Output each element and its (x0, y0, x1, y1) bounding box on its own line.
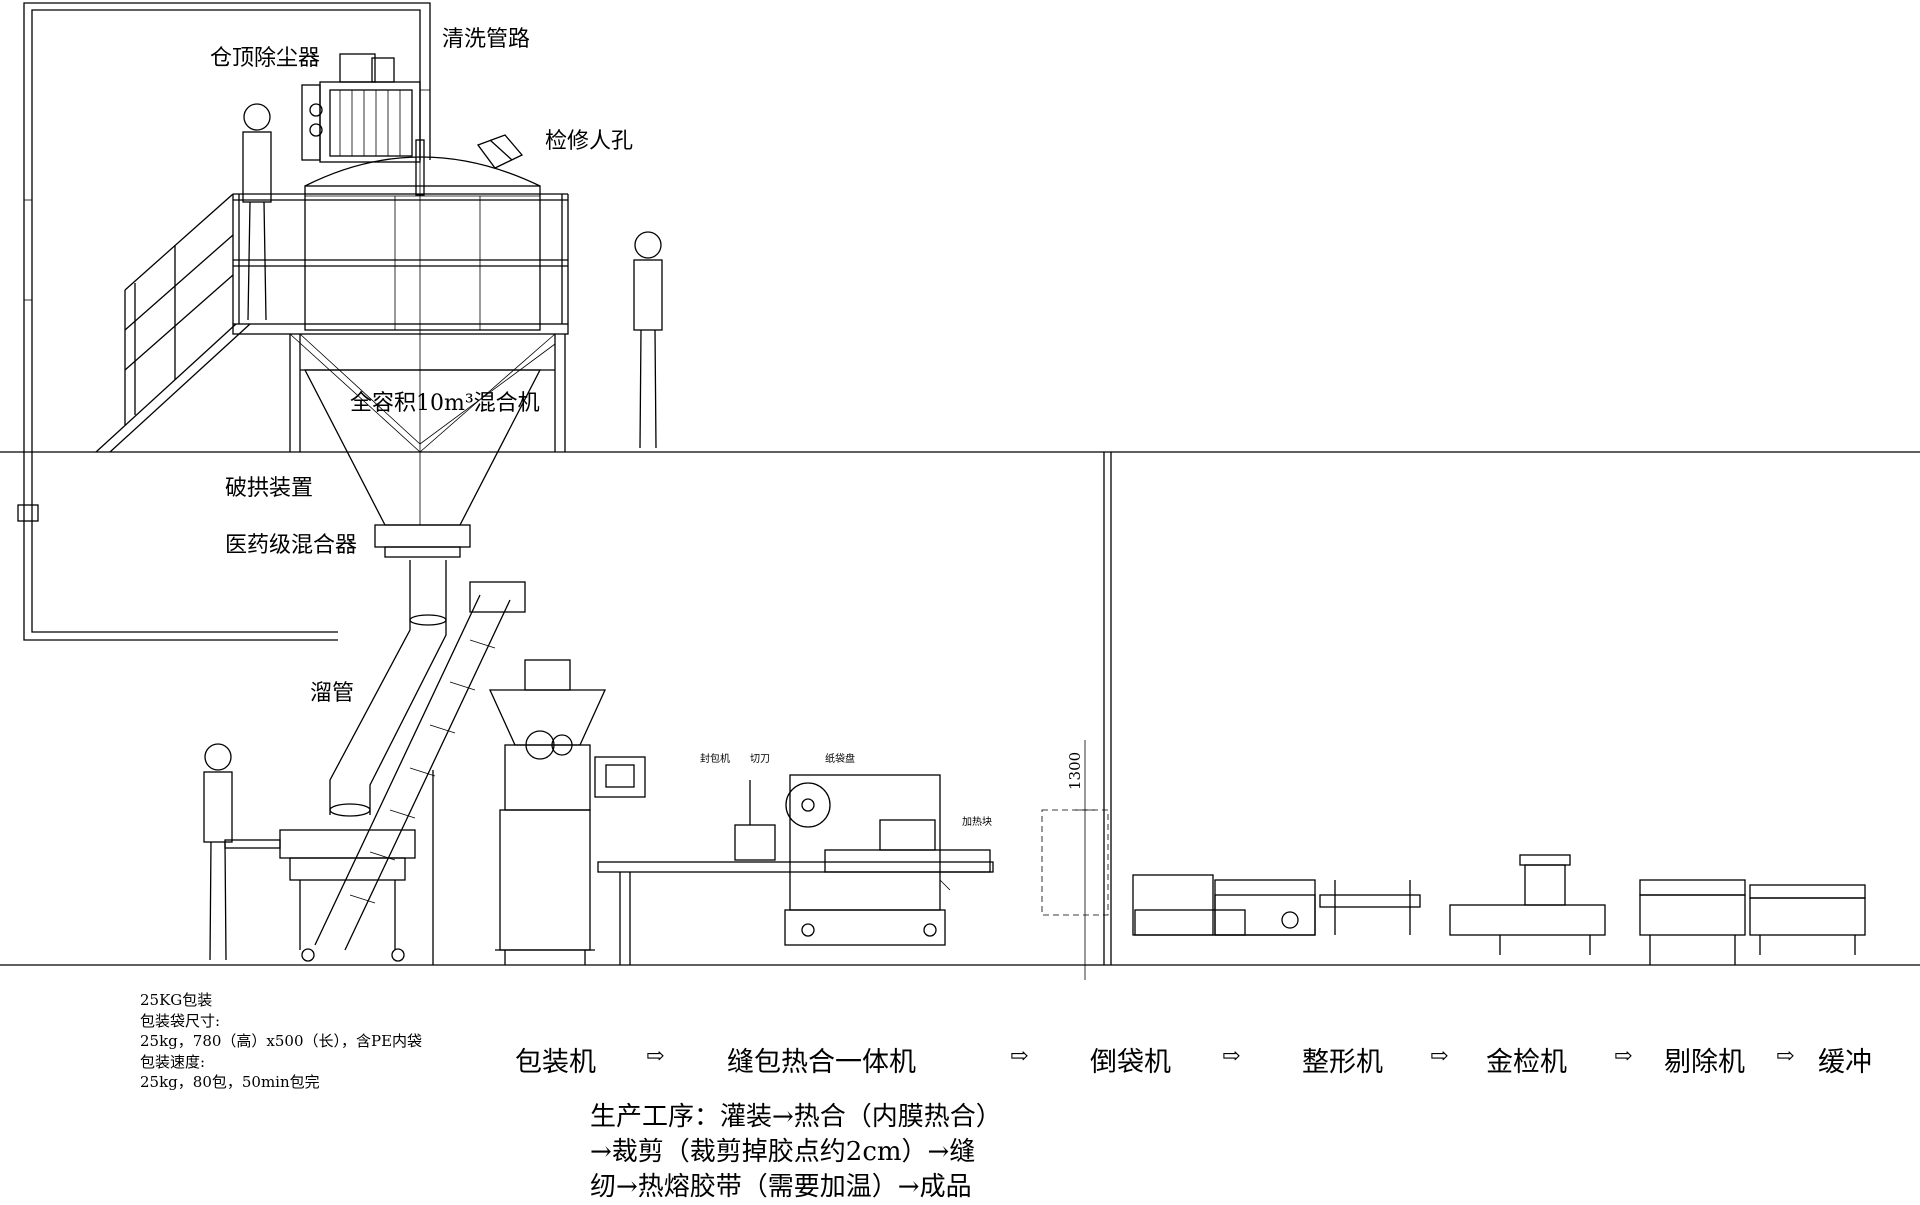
arrow-icon: ⇨ (646, 1044, 665, 1069)
label-cleaning-pipe: 清洗管路 (442, 27, 530, 52)
metal-detector (1449, 854, 1606, 955)
screw-conveyor (314, 581, 526, 965)
label-mixer: 全容积10m³混合机 (350, 391, 540, 416)
label-dimension: 1300 (1066, 752, 1084, 790)
operator-bottom-left (203, 743, 233, 961)
production-sequence: 生产工序：灌装→热合（内膜热合） →裁剪（裁剪掉胶点约2cm）→缝 纫→热熔胶带… (590, 1100, 1002, 1205)
arrow-icon: ⇨ (1614, 1044, 1633, 1069)
spec-line: 25kg，80包，50min包完 (140, 1073, 320, 1091)
label-chute: 溜管 (310, 681, 354, 706)
spec-line: 包装袋尺寸: (140, 1011, 221, 1030)
step-shaper: 整形机 (1302, 1047, 1383, 1078)
operator-top-left (242, 103, 272, 321)
arrow-icon: ⇨ (1222, 1044, 1241, 1069)
rejector (1639, 879, 1746, 965)
buffer (1749, 884, 1866, 955)
step-bag-turner: 倒袋机 (1090, 1047, 1171, 1078)
equipment-labels: 仓顶除尘器 清洗管路 检修人孔 全容积10m³混合机 破拱装置 医药级混合器 溜… (210, 27, 1084, 828)
step-packing-machine: 包装机 (515, 1047, 596, 1078)
operator-top-right (633, 231, 663, 449)
sequence-line: 纫→热熔胶带（需要加温）→成品 (590, 1172, 972, 1202)
label-sealer: 封包机 (700, 752, 730, 765)
arrow-icon: ⇨ (1010, 1044, 1029, 1069)
dimension-1300 (1041, 740, 1109, 980)
floor-lines (0, 451, 1920, 966)
arrow-icon: ⇨ (1430, 1044, 1449, 1069)
sequence-line: →裁剪（裁剪掉胶点约2cm）→缝 (590, 1137, 976, 1167)
stairs (95, 193, 251, 453)
label-cutter: 切刀 (750, 753, 770, 765)
mixer-tank (303, 139, 542, 558)
sewing-heat-seal-machine (597, 774, 994, 965)
shaper (1214, 880, 1421, 936)
sequence-line: 生产工序：灌装→热合（内膜热合） (590, 1102, 1002, 1132)
feeder-station (224, 829, 416, 962)
dust-collector (301, 53, 421, 163)
label-tape-reel: 纸袋盘 (825, 752, 855, 765)
label-heater: 加热块 (962, 815, 992, 828)
packing-machine (488, 659, 646, 965)
chute (329, 560, 447, 817)
spec-line: 包装速度: (140, 1052, 206, 1071)
step-buffer: 缓冲 (1818, 1047, 1872, 1078)
process-flow: 包装机 ⇨ 缝包热合一体机 ⇨ 倒袋机 ⇨ 整形机 ⇨ 金检机 ⇨ 剔除机 ⇨ … (0, 1040, 1920, 1078)
step-rejector: 剔除机 (1664, 1047, 1745, 1078)
label-arch-breaker: 破拱装置 (225, 476, 313, 501)
step-sewing-heat-seal: 缝包热合一体机 (727, 1047, 916, 1078)
manhole (476, 134, 524, 169)
arrow-icon: ⇨ (1776, 1044, 1795, 1069)
spec-line: 25kg，780（高）x500（长），含PE内袋 (140, 1032, 423, 1050)
packaging-spec: 25KG包装 包装袋尺寸: 25kg，780（高）x500（长），含PE内袋 包… (140, 990, 422, 1093)
cleaning-pipe-loop (17, 2, 431, 641)
label-pharma-mixer: 医药级混合器 (225, 533, 357, 558)
step-metal-detector: 金检机 (1486, 1047, 1567, 1078)
label-manhole: 检修人孔 (545, 129, 633, 154)
label-dust-collector: 仓顶除尘器 (210, 46, 320, 71)
spec-line: 25KG包装 (140, 991, 213, 1009)
bag-turner (1132, 874, 1316, 936)
